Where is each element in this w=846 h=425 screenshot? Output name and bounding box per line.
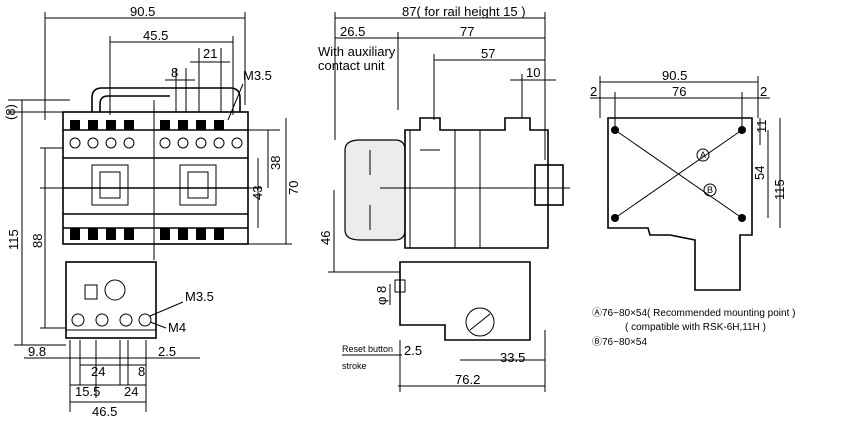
height-88-label: 88 [30, 234, 45, 248]
dim-57-label: 57 [481, 46, 495, 61]
dim-24b-label: 24 [124, 384, 138, 399]
mark-b: B [707, 185, 713, 195]
bottom-width-label: 46.5 [92, 404, 117, 419]
dim-2-5-left-label: 2.5 [158, 344, 176, 359]
reset-label-2: stroke [342, 361, 367, 371]
top-terminals [69, 120, 243, 149]
height-43-label: 43 [250, 186, 265, 200]
dim-24a-label: 24 [91, 364, 105, 379]
screw-m35-mid-label: M3.5 [185, 289, 214, 304]
height-115-label: 115 [6, 229, 21, 250]
aux-label-2: contact unit [318, 58, 385, 73]
mount-view: 90.5 76 2 2 A B 11 54 115 Ⓐ76~80×54( Rec… [590, 68, 795, 348]
height-70-label: 70 [286, 181, 301, 195]
dim-115-label: 115 [772, 179, 787, 200]
screw-m35-top-label: M3.5 [243, 68, 272, 83]
total-depth-label: 87( for rail height 15 ) [402, 4, 526, 19]
height-38-label: 38 [268, 156, 283, 170]
dim-26-5-label: 26.5 [340, 24, 365, 39]
aux-label-1: With auxiliary [318, 44, 396, 59]
bottom-terminals [70, 228, 224, 240]
dim-8b-label: 8 [138, 364, 145, 379]
reset-label-1: Reset button [342, 344, 393, 354]
front-width-label: 90.5 [130, 4, 155, 19]
note-a-line2: ( compatible with RSK-6H,11H ) [625, 322, 766, 333]
dim-76-2-label: 76.2 [455, 372, 480, 387]
pitch-21-label: 21 [203, 46, 217, 61]
mount-width-label: 90.5 [662, 68, 687, 83]
dim-10-label: 10 [526, 65, 540, 80]
screw-m4-label: M4 [168, 320, 186, 335]
mark-a: A [700, 150, 706, 160]
note-b-line: Ⓑ76~80×54 [592, 336, 647, 348]
side-view: 87( for rail height 15 ) 26.5 77 With au… [318, 4, 570, 392]
diameter-8-label: φ 8 [374, 286, 389, 305]
dim-9-8-label: 9.8 [28, 344, 46, 359]
pitch-8-label: 8 [171, 65, 178, 80]
stroke-value-label: 2.5 [404, 343, 422, 358]
height-46-label: 46 [318, 231, 333, 245]
dim-77-label: 77 [460, 24, 474, 39]
note-a-line1: Ⓐ76~80×54( Recommended mounting point ) [592, 307, 795, 319]
dim-11-label: 11 [754, 120, 769, 134]
dim-54-label: 54 [752, 166, 767, 180]
front-inner-width-label: 45.5 [143, 28, 168, 43]
dim-33-5-label: 33.5 [500, 350, 525, 365]
hole-pitch-label: 76 [672, 84, 686, 99]
edge-left-label: 2 [590, 84, 597, 99]
dim-15-5-label: 15.5 [75, 384, 100, 399]
edge-right-label: 2 [760, 84, 767, 99]
front-view: 90.5 45.5 21 8 M3.5 (8) [3, 4, 301, 419]
